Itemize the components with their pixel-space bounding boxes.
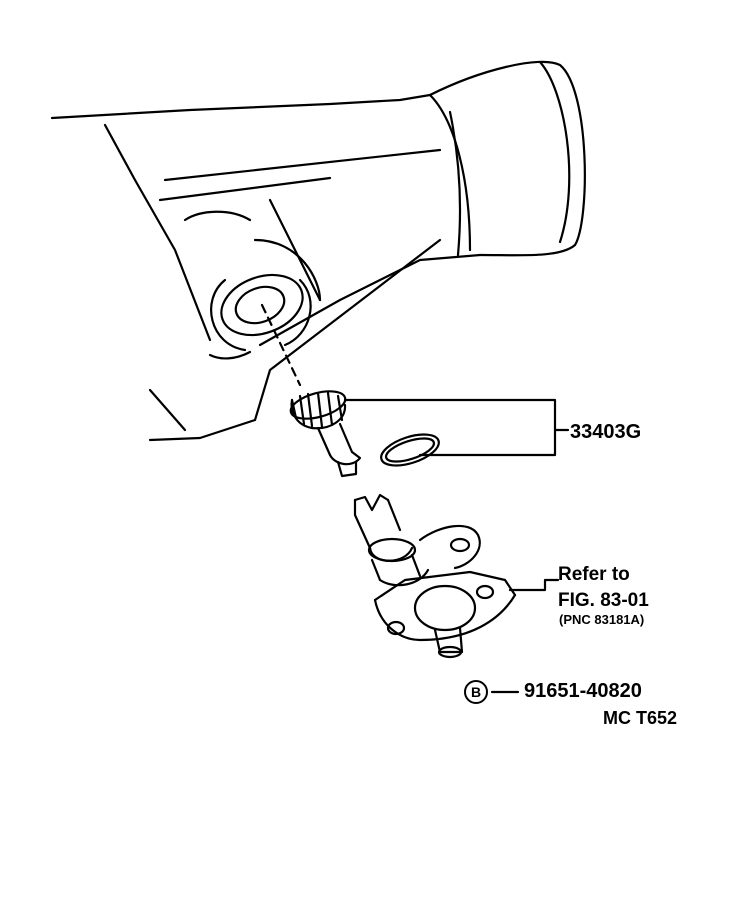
bolt-marker-b: B xyxy=(464,680,488,704)
refer-leader xyxy=(508,578,560,592)
drawing-code: MC T652 xyxy=(603,708,678,728)
assembly-centerline xyxy=(260,303,302,387)
part-number-33403g: 33403G xyxy=(570,421,642,443)
transmission-housing xyxy=(50,60,586,442)
speedometer-sleeve xyxy=(353,493,517,659)
refer-to-label: Refer to xyxy=(558,564,630,585)
pnc-reference: (PNC 83181A) xyxy=(559,612,645,627)
bracket-33403g xyxy=(343,398,570,457)
speedometer-driven-gear xyxy=(289,390,362,478)
part-number-bolt: 91651-40820 xyxy=(524,680,642,702)
o-ring xyxy=(380,433,440,467)
figure-reference: FIG. 83-01 xyxy=(558,590,649,611)
